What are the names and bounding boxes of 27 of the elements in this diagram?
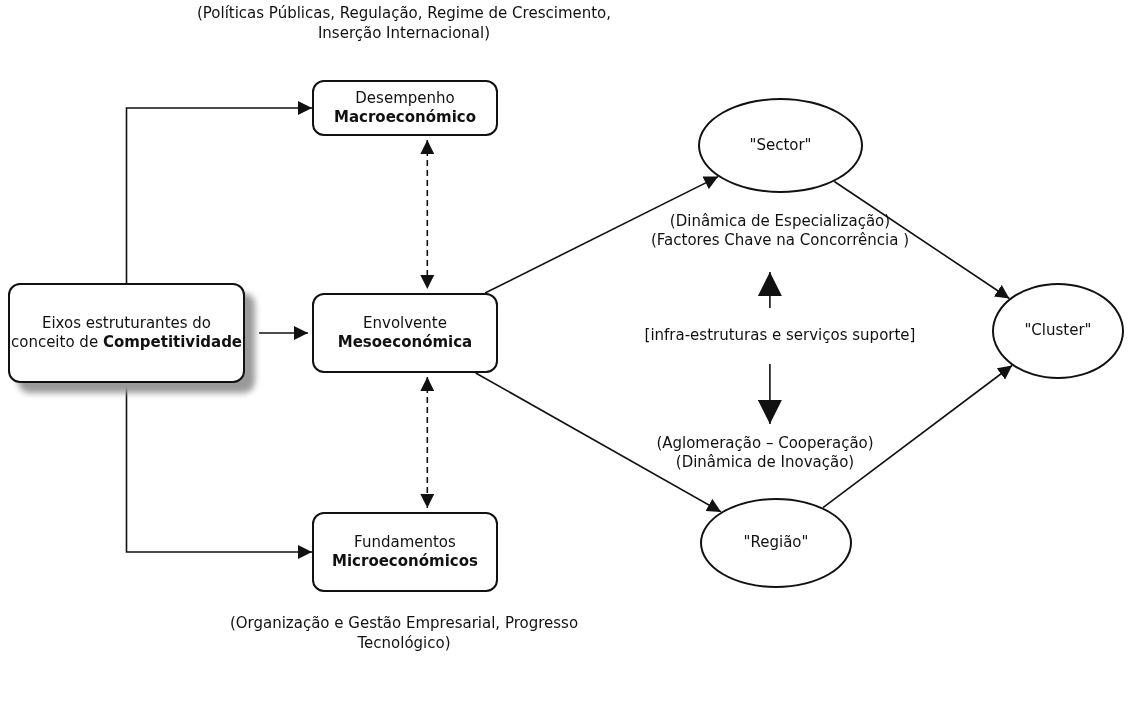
annotation-line: (Dinâmica de Especialização)	[669, 211, 891, 231]
annotation-line: (Factores Chave na Concorrência )	[650, 231, 909, 251]
arrow	[258, 326, 309, 340]
arrow	[125, 382, 313, 559]
arrow	[822, 364, 1013, 509]
node-label: "Cluster"	[1024, 321, 1092, 341]
arrow	[474, 372, 722, 513]
node-label: Desempenho Macroeconómico	[333, 88, 477, 128]
annotation-line: (Aglomeração – Cooperação)	[656, 433, 874, 453]
node-label: Envolvente Mesoeconómica	[336, 313, 474, 353]
triangle-arrow	[757, 271, 782, 309]
concept-box	[8, 283, 245, 383]
note-text: (Políticas Públicas, Regulação, Regime de Crescimento, Inserção Internacional)	[195, 4, 613, 43]
process-box	[312, 293, 498, 373]
annotation-line: (Dinâmica de Inovação)	[675, 453, 855, 473]
arrow	[125, 101, 313, 284]
arrow	[484, 175, 719, 294]
dashed-double-arrow	[420, 139, 435, 290]
node-label: "Região"	[743, 533, 809, 553]
node-label: "Sector"	[749, 135, 812, 156]
node-label: Eixos estruturantes do conceito de Competitividade	[10, 313, 243, 353]
annotation-line: [infra-estruturas e serviços suporte]	[644, 326, 916, 346]
note-text: (Organização e Gestão Empresarial, Progresso Tecnológico)	[228, 614, 580, 653]
triangle-arrow	[757, 363, 782, 425]
dashed-double-arrow	[420, 376, 435, 509]
node-label: Fundamentos Microeconómicos	[331, 532, 479, 572]
arrow	[833, 180, 1011, 300]
